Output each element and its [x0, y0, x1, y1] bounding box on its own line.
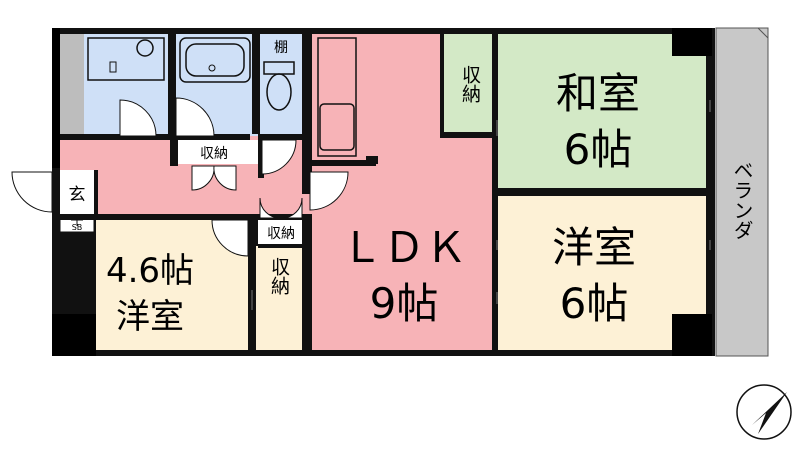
door-bath-entry	[261, 139, 297, 175]
door-small-storage-right	[281, 197, 303, 219]
ldk-name: ＬＤＫ	[341, 223, 467, 272]
north-arrow-icon	[752, 392, 787, 434]
door-west-room	[211, 219, 249, 257]
kitchen-counter	[317, 37, 357, 157]
storage-north-label: 収納	[459, 65, 481, 103]
veranda-notch	[716, 27, 769, 357]
storage-corridor-label: 収納	[200, 146, 228, 162]
yoshitsu-west-name: 洋室	[116, 297, 184, 337]
yoshitsu-east-name: 洋室	[552, 223, 636, 272]
pillar-se	[672, 314, 712, 356]
yoshitsu-east-size: 6帖	[560, 279, 629, 328]
compass-circle	[736, 384, 792, 440]
ldk-size: 9帖	[370, 279, 439, 328]
veranda	[715, 27, 769, 357]
door-ldk	[309, 171, 349, 211]
door-storage-right	[213, 165, 237, 191]
shelf-label: 棚	[274, 40, 288, 56]
pillar-sw	[52, 314, 96, 356]
veranda-label: ベランダ	[730, 160, 754, 240]
compass	[736, 384, 792, 440]
kitchen-sink-icon	[319, 103, 355, 151]
sb-label: SB	[72, 223, 83, 232]
storage-west	[256, 246, 302, 350]
washitsu-size: 6帖	[564, 125, 633, 174]
washitsu-name: 和室	[556, 69, 640, 118]
storage-north	[444, 34, 496, 136]
yoshitsu-west-size: 4.6帖	[106, 251, 194, 291]
vanity	[87, 37, 165, 81]
bathtub	[179, 37, 251, 83]
storage-west-label: 収納	[268, 257, 290, 295]
drain-icon	[208, 64, 216, 72]
genkan-label: 玄	[69, 185, 86, 205]
door-bath-swing	[119, 99, 157, 137]
washitsu-area	[496, 34, 706, 190]
genkan-area	[60, 170, 94, 216]
bathtub-inner-icon	[185, 43, 245, 77]
yoshitsu-east-area	[496, 196, 706, 350]
storage-corridor	[178, 140, 258, 164]
faucet-icon	[109, 61, 117, 73]
door-small-storage-left	[259, 197, 281, 219]
pillar-ne	[672, 28, 712, 56]
toilet-bowl-icon	[266, 73, 292, 111]
door-toilet-swing	[175, 97, 215, 137]
pillar-nw	[52, 28, 60, 168]
storage-small	[258, 220, 304, 244]
storage-small-label: 収納	[267, 226, 295, 242]
door-entrance	[11, 171, 53, 213]
shoe-cabinet	[60, 34, 84, 134]
sink-icon	[136, 39, 154, 57]
